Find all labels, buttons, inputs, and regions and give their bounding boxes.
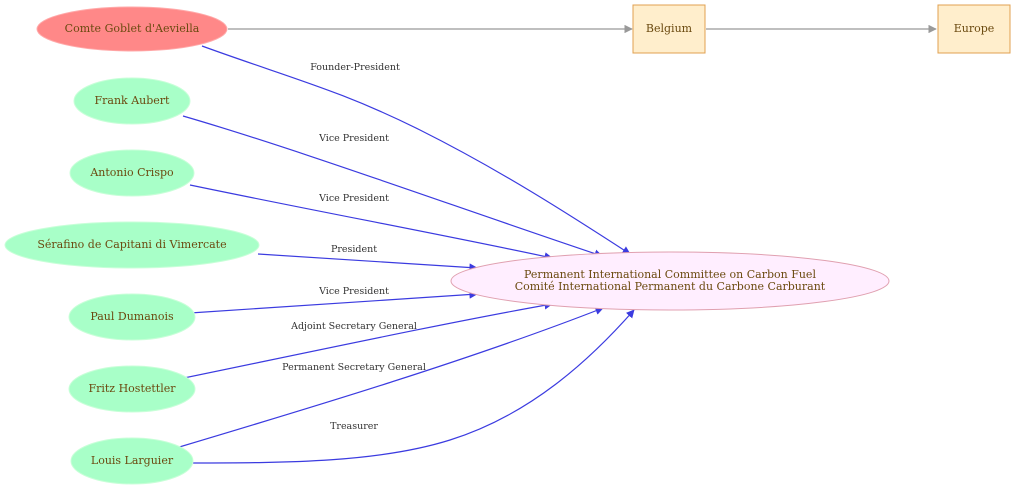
edge-hostettler-committee <box>183 301 553 379</box>
edge-label-adjoint-secretary-general: Adjoint Secretary General <box>290 321 417 332</box>
edge-label-vice-president-aubert: Vice President <box>318 133 389 144</box>
node-capitani-label: Sérafino de Capitani di Vimercate <box>37 238 226 251</box>
edge-goblet-committee <box>201 45 631 255</box>
node-capitani[interactable]: Sérafino de Capitani di Vimercate <box>4 221 260 269</box>
node-crispo[interactable]: Antonio Crispo <box>69 149 195 197</box>
node-hostettler[interactable]: Fritz Hostettler <box>68 365 196 413</box>
edge-crispo-committee <box>189 184 553 261</box>
node-larguier-label: Louis Larguier <box>91 454 174 467</box>
node-aubert[interactable]: Frank Aubert <box>73 77 191 125</box>
node-goblet[interactable]: Comte Goblet d'Aeviella <box>36 6 228 52</box>
edge-dumanois-committee <box>189 290 478 314</box>
edge-larguier-committee-a <box>175 306 604 449</box>
node-aubert-label: Frank Aubert <box>95 94 171 107</box>
node-goblet-label: Comte Goblet d'Aeviella <box>65 22 200 35</box>
edge-larguier-committee-b <box>191 309 635 464</box>
edge-label-founder-president: Founder-President <box>310 62 400 73</box>
edge-label-president: President <box>331 244 377 255</box>
node-europe[interactable]: Europe <box>937 4 1011 54</box>
node-crispo-label: Antonio Crispo <box>89 166 174 179</box>
edge-label-treasurer: Treasurer <box>330 421 378 432</box>
edge-label-vice-president-crispo: Vice President <box>318 193 389 204</box>
edge-label-vice-president-dumanois: Vice President <box>318 286 389 297</box>
node-committee[interactable]: Permanent International Committee on Car… <box>450 251 890 311</box>
node-belgium[interactable]: Belgium <box>632 4 706 54</box>
node-larguier[interactable]: Louis Larguier <box>70 437 194 485</box>
node-committee-label-english: Permanent International Committee on Car… <box>524 268 816 281</box>
node-dumanois[interactable]: Paul Dumanois <box>68 293 196 341</box>
node-belgium-label: Belgium <box>646 22 693 35</box>
edge-aubert-committee <box>182 115 603 258</box>
node-hostettler-label: Fritz Hostettler <box>88 382 176 395</box>
node-dumanois-label: Paul Dumanois <box>90 310 174 323</box>
node-committee-label-french: Comité International Permanent du Carbon… <box>515 280 826 293</box>
edge-capitani-committee <box>257 253 478 272</box>
edge-label-permanent-secretary-general: Permanent Secretary General <box>282 362 426 373</box>
node-europe-label: Europe <box>954 22 995 35</box>
